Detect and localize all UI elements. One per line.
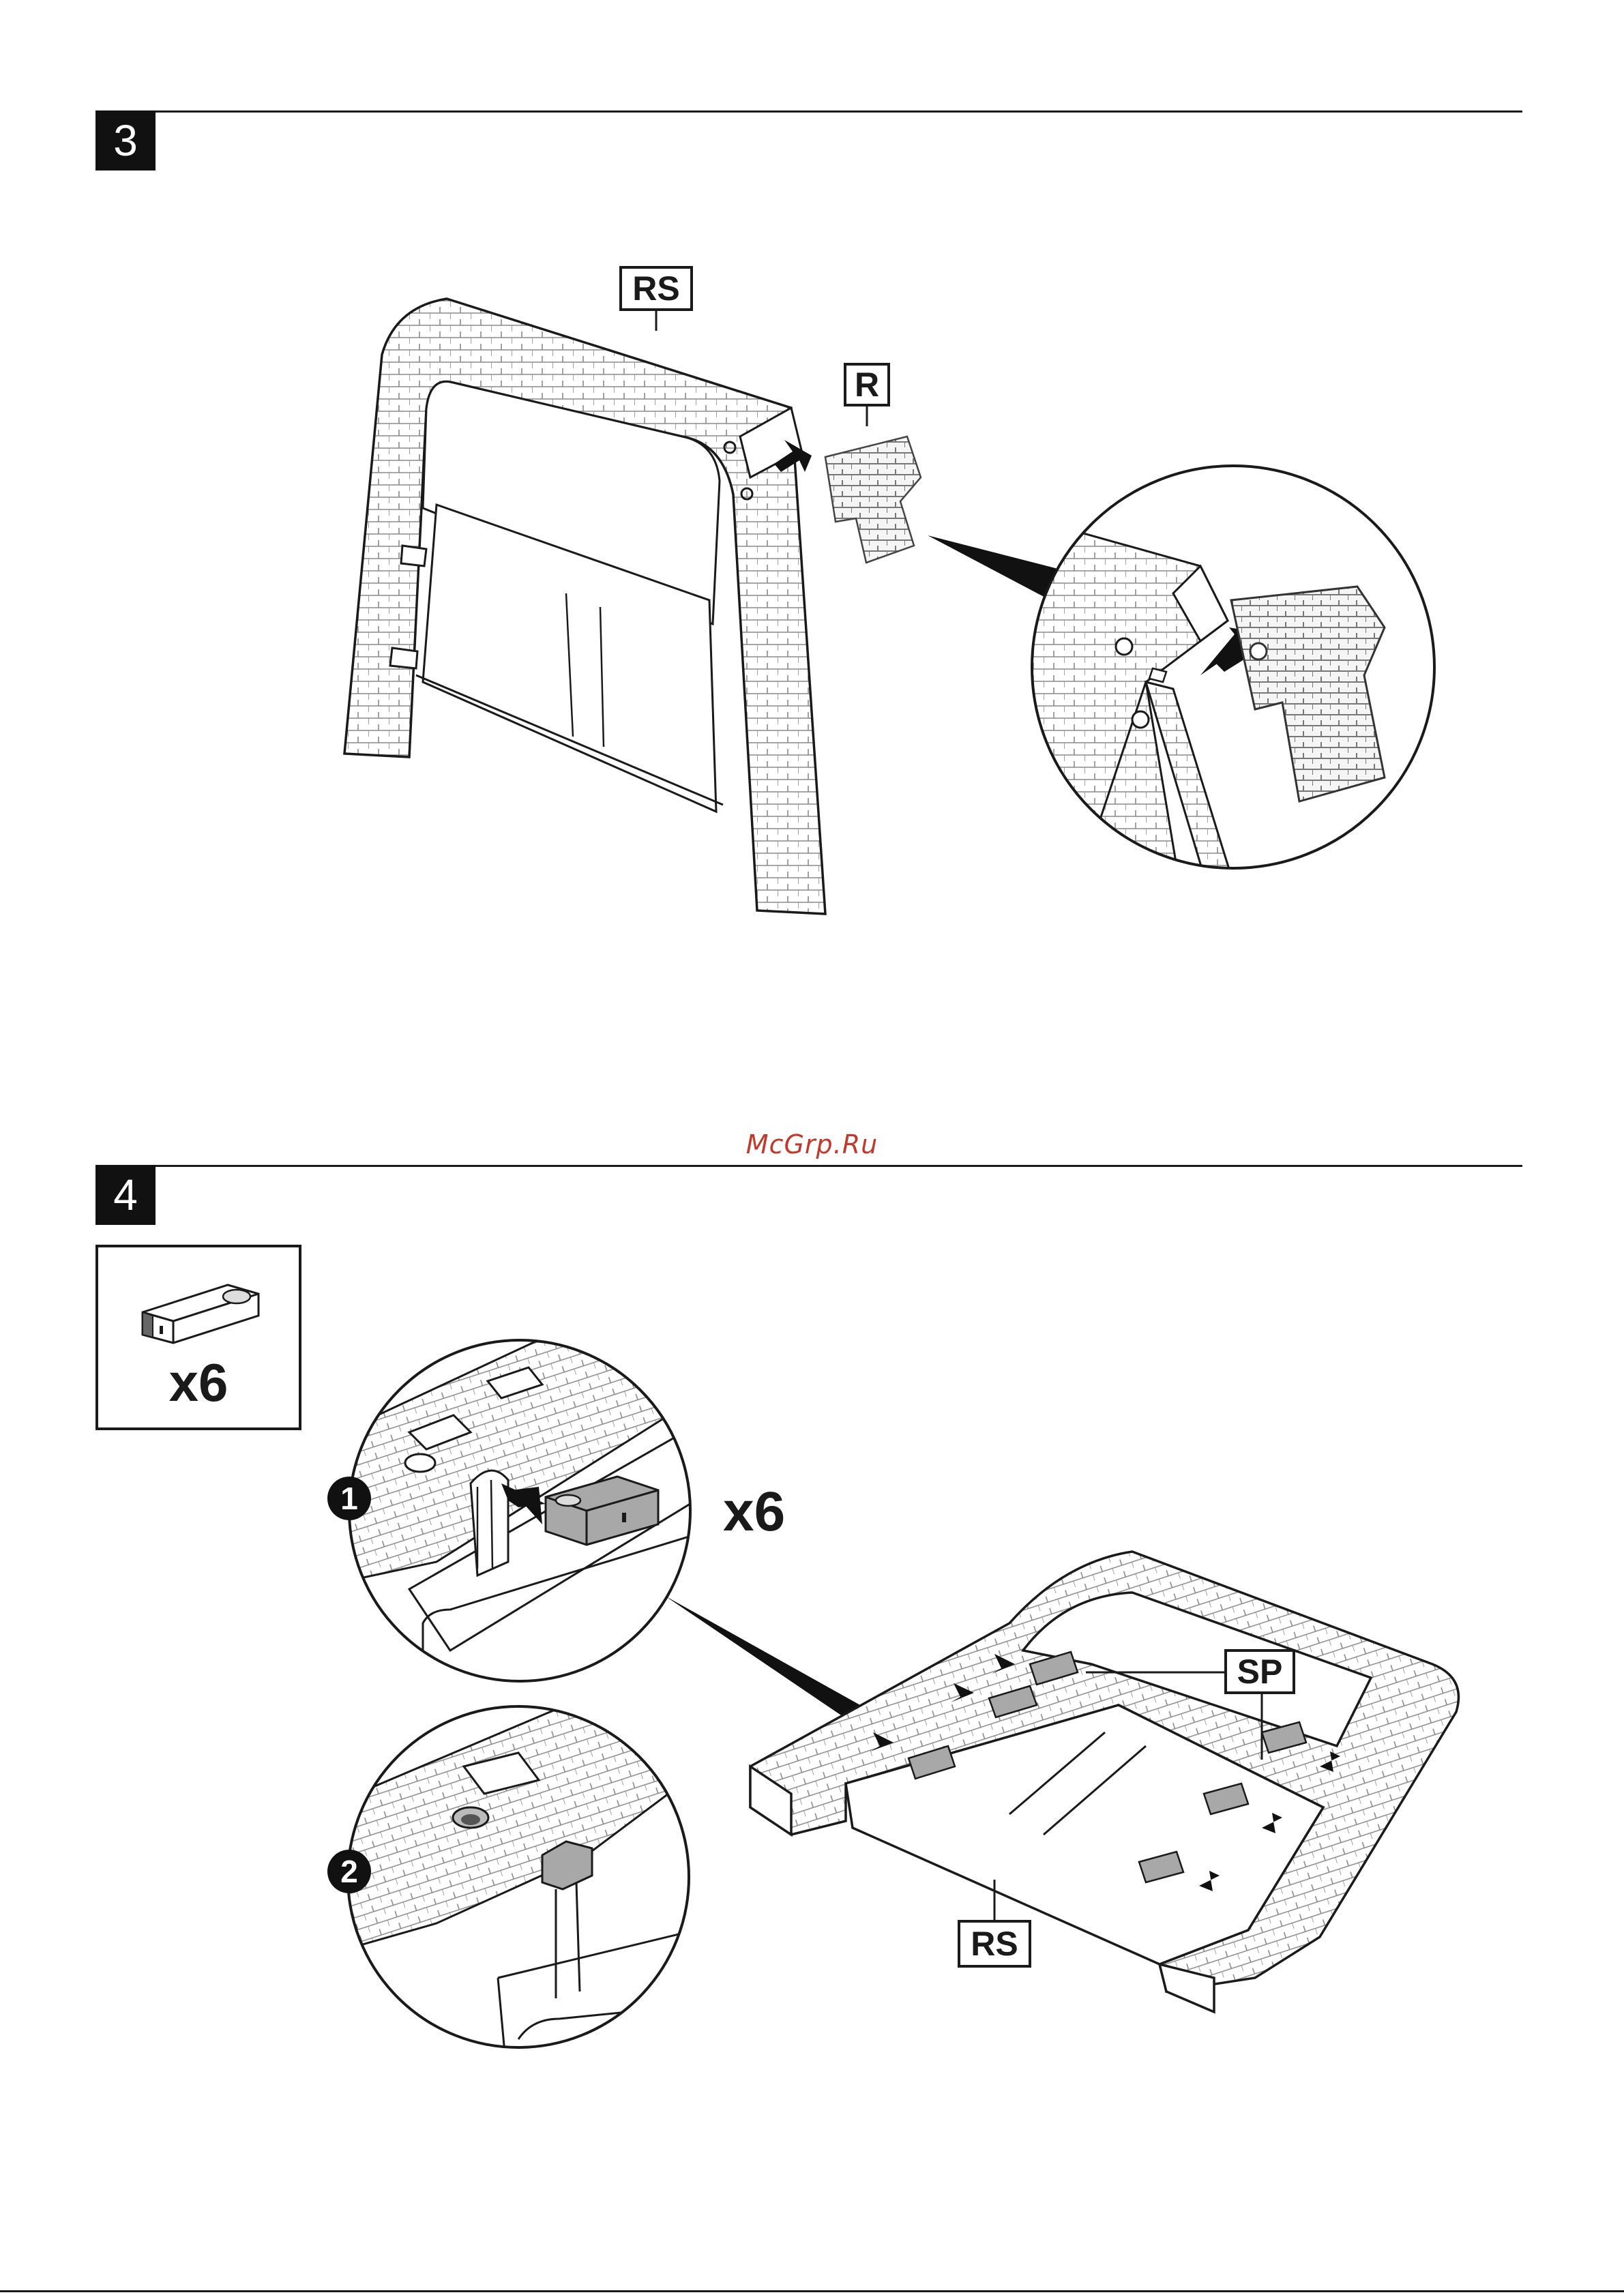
insert-quantity: x6 xyxy=(723,1480,785,1544)
detail-zoom-circle-1 xyxy=(341,1337,703,1691)
label-rs-step4: RS xyxy=(958,1920,1031,1968)
sub-step-2-badge: 2 xyxy=(327,1850,371,1893)
zoom-pointer xyxy=(665,1596,866,1722)
seat-frame-rs xyxy=(750,1552,1458,2012)
detail-zoom-circle-2 xyxy=(341,1705,703,2060)
sub-step-1-badge: 1 xyxy=(327,1477,371,1520)
label-sp: SP xyxy=(1224,1649,1295,1694)
page-bottom-border xyxy=(0,2290,1624,2292)
